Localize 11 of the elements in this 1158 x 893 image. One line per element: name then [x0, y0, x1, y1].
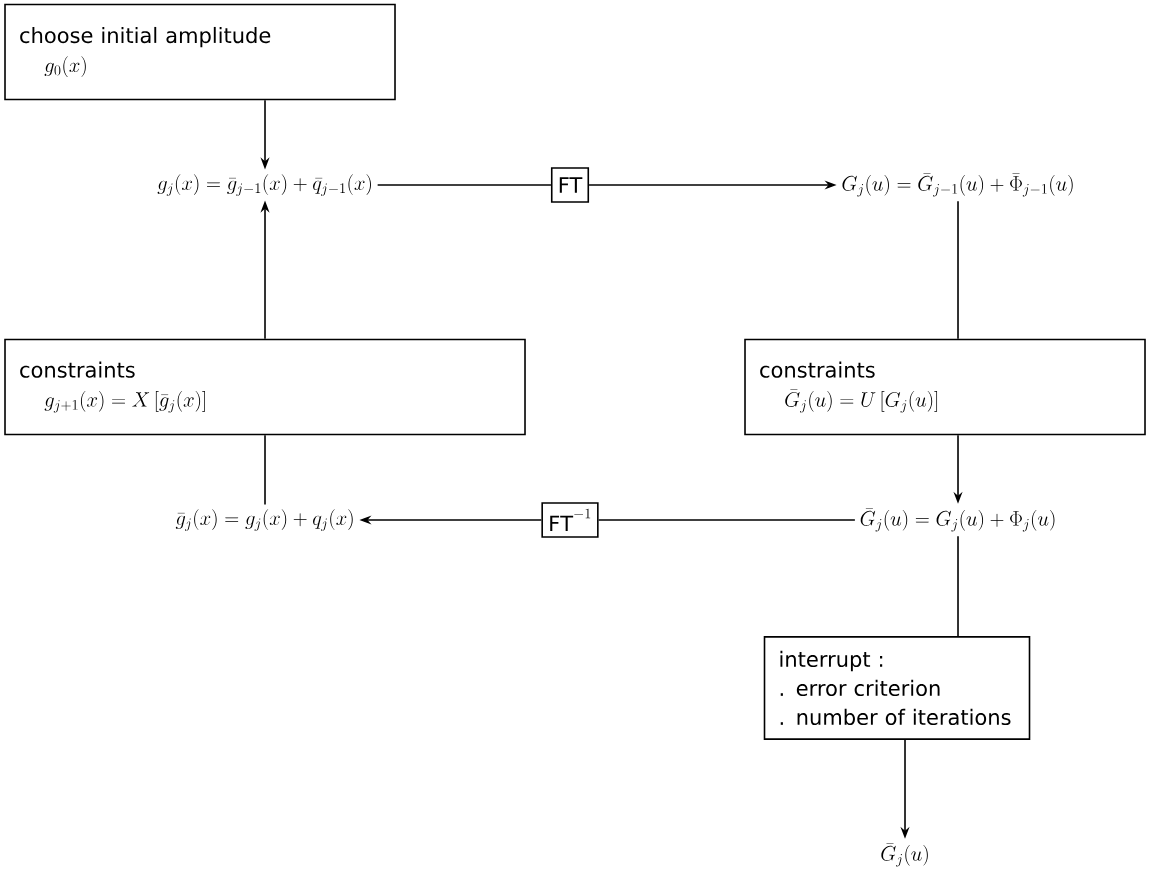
- formula-text: $\bar{G}_j(u)=G_j(u)+\Phi_j(u)$: [860, 508, 1055, 532]
- transform-box: FT: [550, 167, 590, 203]
- formula-text: $\bar{G}_j(u)$: [881, 843, 928, 867]
- transform-box: $\mathrm{FT}^{-1}$: [541, 502, 599, 538]
- process-box: interrupt : . error criterion . number of iterations: [763, 636, 1031, 740]
- formula-text: $g_j(x)=\bar{g}_{j-1}(x)+\bar{q}_{j-1}(x)$: [157, 174, 371, 196]
- process-box: constraints $g_{j+1}(x)=X\left[\bar{g}_j(x)\right]$: [4, 338, 526, 436]
- process-box: constraints $\bar{G}_j(u)=U\left[G_j(u)\right]$: [744, 338, 1146, 436]
- process-box: choose initial amplitude $g_0(x)$: [4, 3, 396, 101]
- formula-text: $\bar{g}_j(x)=g_j(x)+q_j(x)$: [175, 509, 353, 531]
- formula-text: $G_j(u)=\bar{G}_{j-1}(u)+\bar{\Phi}_{j-1}(u)$: [842, 173, 1073, 197]
